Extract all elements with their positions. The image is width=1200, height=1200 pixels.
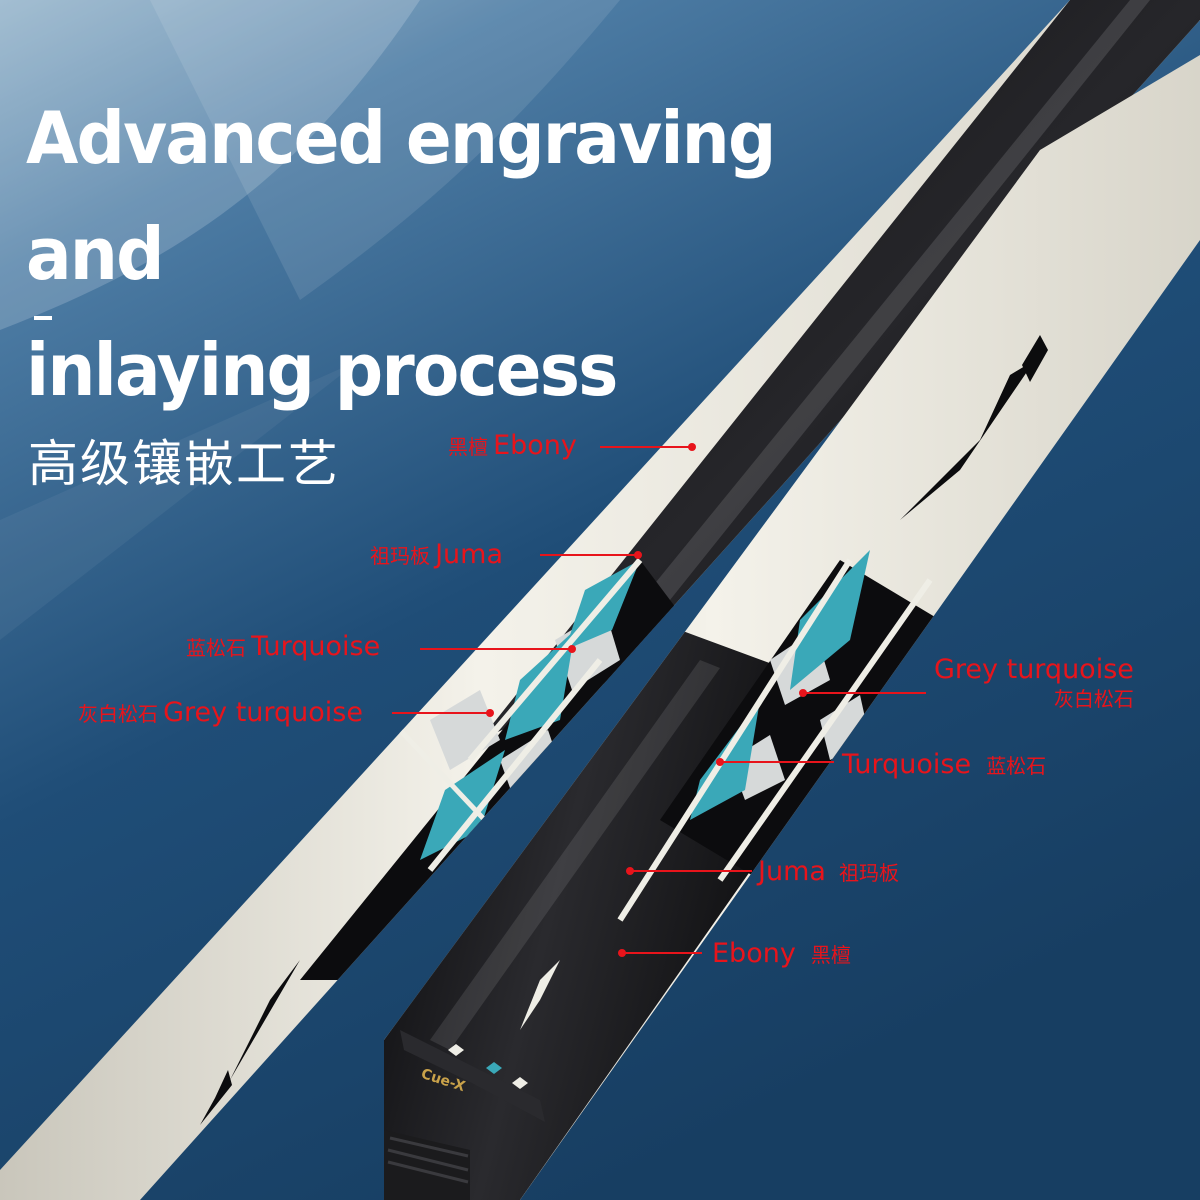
callout-left-ebony: 黑檀 Ebony bbox=[448, 432, 577, 459]
leader-dot bbox=[634, 551, 642, 559]
right-joint-collar bbox=[384, 1130, 470, 1200]
callout-right-grey-turquoise: Grey turquoise 灰白松石 bbox=[934, 656, 1134, 709]
left-juma-line bbox=[427, 658, 603, 872]
callout-right-turquoise: Turquoise 蓝松石 bbox=[842, 751, 1046, 778]
callout-en: Grey turquoise bbox=[934, 654, 1134, 685]
right-collar-ridge bbox=[387, 1160, 469, 1184]
callout-right-ebony: Ebony 黑檀 bbox=[712, 940, 851, 967]
left-turquoise-inlay bbox=[420, 750, 505, 860]
callout-left-juma: 祖玛板 Juma bbox=[370, 541, 503, 568]
light-flare bbox=[0, 360, 360, 640]
callout-zh: 黑檀 bbox=[448, 435, 488, 459]
callout-zh: 祖玛板 bbox=[370, 544, 430, 568]
callout-zh: 蓝松石 bbox=[186, 636, 246, 660]
leader-dot bbox=[688, 443, 696, 451]
left-shaft-highlight bbox=[560, 0, 1150, 700]
left-grey-turquoise-inlay bbox=[430, 690, 500, 770]
callout-zh: 蓝松石 bbox=[986, 754, 1047, 778]
left-arrow-tip bbox=[200, 1070, 232, 1125]
callout-zh: 黑檀 bbox=[810, 943, 851, 967]
right-juma-line bbox=[617, 558, 853, 922]
leader-dot bbox=[799, 689, 807, 697]
right-white-point bbox=[520, 960, 560, 1030]
callout-zh: 灰白松石 bbox=[1053, 687, 1134, 711]
leader-lines bbox=[392, 443, 926, 957]
right-turquoise-inlay bbox=[790, 550, 870, 690]
callout-zh: 祖玛板 bbox=[839, 861, 900, 885]
callout-en: Juma bbox=[758, 856, 826, 887]
headline-line-1: Advanced engraving and bbox=[26, 96, 776, 296]
subtitle-chinese: 高级镶嵌工艺 bbox=[28, 435, 340, 493]
callout-en: Ebony bbox=[493, 430, 577, 461]
right-ring-diamond bbox=[512, 1077, 528, 1089]
callout-en: Turquoise bbox=[842, 749, 972, 780]
right-cue bbox=[384, 55, 1200, 1200]
headline: Advanced engraving and inlaying process bbox=[26, 80, 853, 428]
leader-dot bbox=[486, 709, 494, 717]
title-dash bbox=[34, 316, 52, 320]
callout-en: Ebony bbox=[712, 938, 796, 969]
callout-zh: 灰白松石 bbox=[78, 702, 158, 726]
callout-left-grey-turquoise: 灰白松石 Grey turquoise bbox=[78, 699, 363, 726]
callout-en: Juma bbox=[435, 539, 504, 570]
leader-dot bbox=[568, 645, 576, 653]
right-arrow-tip bbox=[1022, 335, 1048, 382]
left-juma-line bbox=[467, 558, 643, 762]
right-ebony-frame bbox=[660, 560, 940, 880]
leader-dot bbox=[716, 758, 724, 766]
right-point-arrow bbox=[900, 360, 1035, 520]
leader-dot bbox=[626, 867, 634, 875]
callout-right-juma: Juma 祖玛板 bbox=[758, 858, 899, 885]
right-shaft-highlight bbox=[430, 660, 720, 1050]
callout-en: Turquoise bbox=[251, 631, 381, 662]
leader-dot bbox=[618, 949, 626, 957]
light-flare bbox=[150, 0, 620, 300]
headline-line-2: inlaying process bbox=[26, 328, 618, 412]
right-collar-ridge bbox=[389, 1136, 469, 1158]
right-collar-ridge bbox=[387, 1148, 469, 1172]
right-ring-diamond bbox=[486, 1062, 502, 1074]
right-ring-band bbox=[400, 1030, 545, 1122]
callout-en: Grey turquoise bbox=[163, 697, 363, 728]
callout-left-turquoise: 蓝松石 Turquoise bbox=[186, 633, 380, 660]
right-juma-line bbox=[717, 578, 933, 882]
light-flare bbox=[0, 0, 420, 330]
right-ring-diamond bbox=[448, 1044, 464, 1056]
